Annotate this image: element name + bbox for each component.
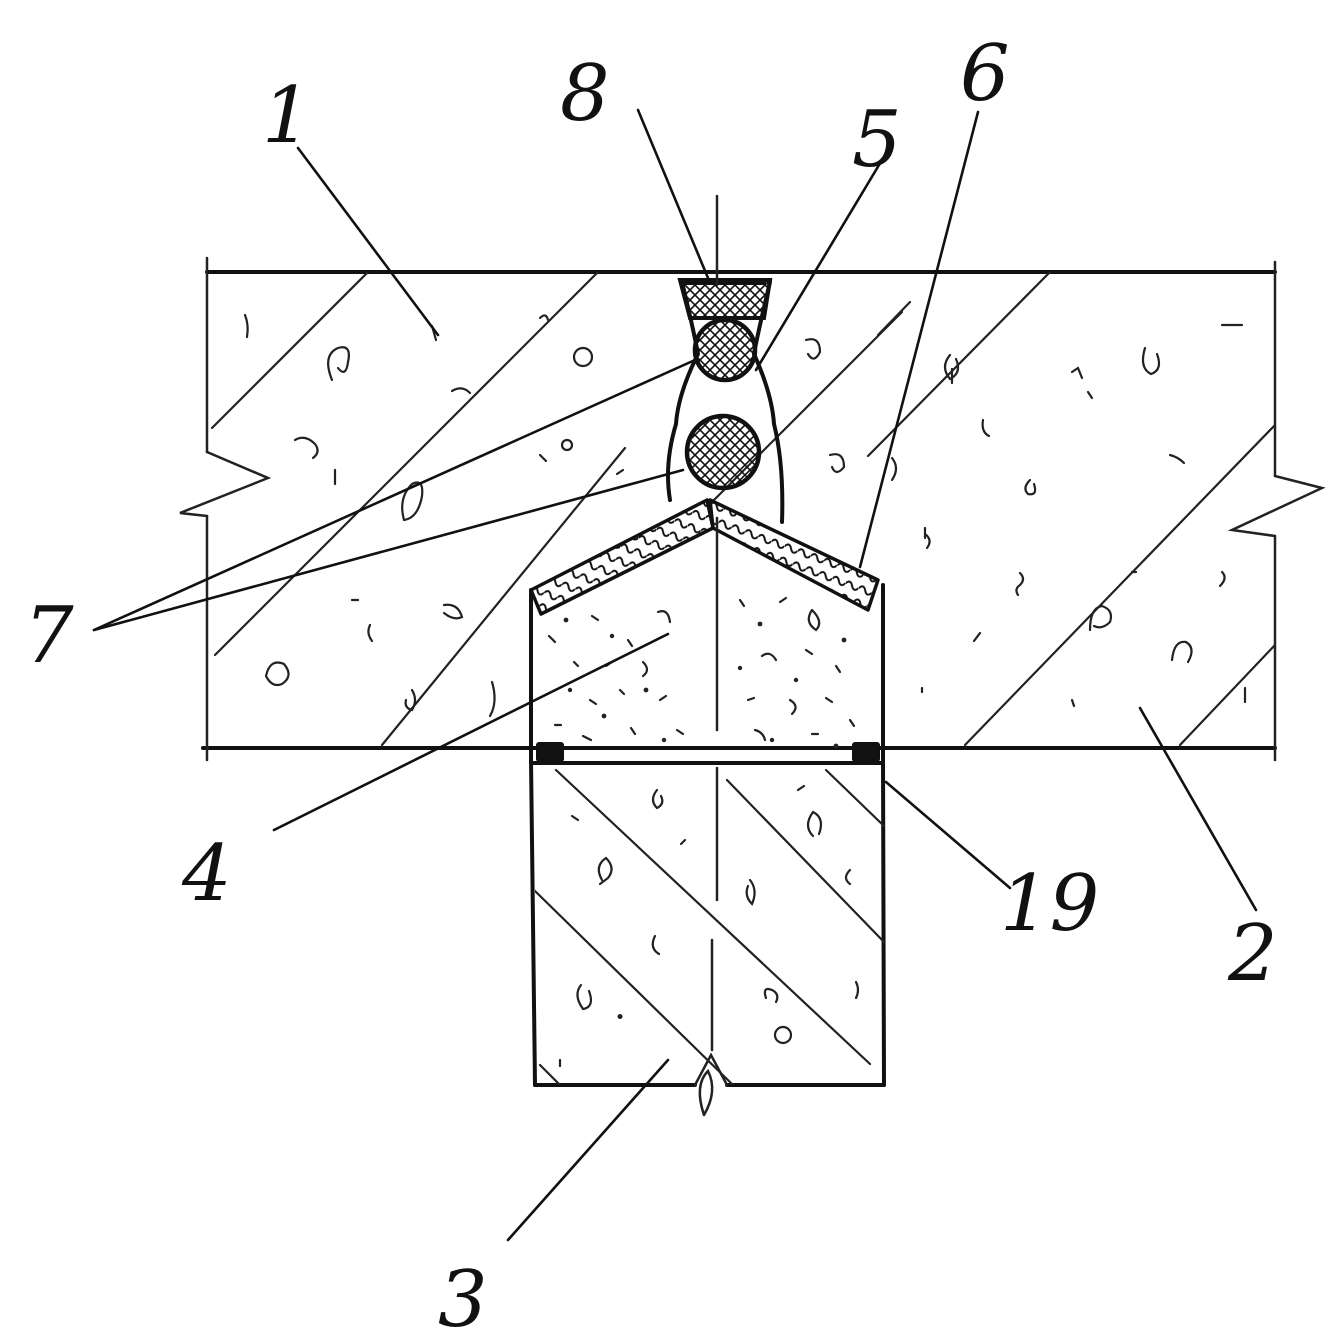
label-stem: 3 xyxy=(438,1255,488,1344)
cord-upper xyxy=(692,317,758,383)
label-core-filler: 4 xyxy=(181,829,232,919)
label-corner-pads: 19 xyxy=(1000,859,1099,949)
core-filler xyxy=(529,583,885,765)
label-top-sealant: 8 xyxy=(560,49,610,139)
centerline xyxy=(710,194,719,1052)
stem-hatching xyxy=(535,768,885,1085)
corner-pads xyxy=(536,742,880,762)
stem-aggregate-marks xyxy=(558,784,860,1068)
label-slab-left: 1 xyxy=(262,71,312,161)
leader-lines xyxy=(92,108,1258,1242)
label-cap-layer: 6 xyxy=(960,29,1010,119)
joint-gap xyxy=(666,280,785,524)
top-sealant xyxy=(677,278,773,320)
cord-lower xyxy=(684,413,762,491)
reference-numerals: 1 2 3 4 5 6 7 8 19 xyxy=(24,29,1278,1344)
label-slab-right: 2 xyxy=(1227,909,1278,999)
filler-grain xyxy=(547,596,856,749)
cap-layer xyxy=(529,498,880,616)
stem-member xyxy=(529,758,886,1117)
slab-aggregate-marks xyxy=(243,313,1247,718)
label-cords: 7 xyxy=(24,591,74,681)
label-seal-lower: 5 xyxy=(852,95,902,185)
